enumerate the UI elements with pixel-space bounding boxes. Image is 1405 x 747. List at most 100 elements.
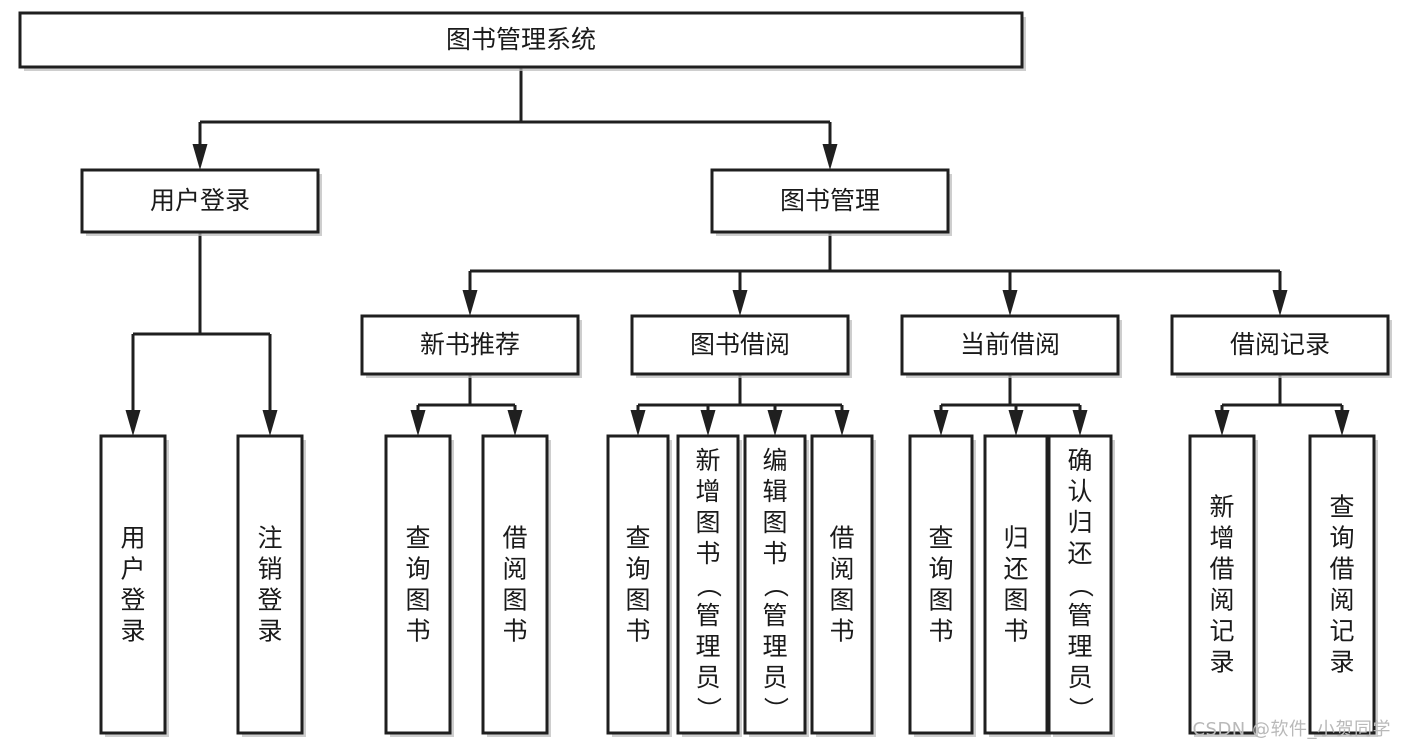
node-box[interactable] (983, 434, 1049, 735)
node-box[interactable] (360, 314, 580, 376)
svg-text:新: 新 (695, 446, 720, 475)
svg-text:借: 借 (829, 524, 854, 553)
node-box[interactable] (1170, 314, 1390, 376)
edge-n_user_login-to-l_user_login (125, 232, 202, 436)
svg-text:户: 户 (120, 555, 145, 584)
svg-text:书: 书 (928, 617, 953, 646)
svg-text:图: 图 (762, 508, 787, 537)
svg-text:（: （ (761, 573, 790, 598)
svg-text:员: 员 (695, 663, 720, 692)
svg-text:查: 查 (928, 524, 953, 553)
node-box[interactable] (606, 434, 670, 735)
svg-text:理: 理 (762, 632, 787, 661)
node-box[interactable] (18, 11, 1024, 69)
svg-text:书: 书 (625, 617, 650, 646)
node-box[interactable] (810, 434, 874, 735)
svg-text:图: 图 (1003, 586, 1028, 615)
node-box[interactable] (710, 168, 950, 234)
svg-text:确: 确 (1067, 446, 1092, 475)
node-box[interactable] (236, 434, 304, 735)
csdn-watermark: CSDN @软件_小贺同学 (1192, 719, 1391, 740)
node-box[interactable] (384, 434, 452, 735)
svg-text:借: 借 (502, 524, 527, 553)
node-l_user_login[interactable]: 用户登录 (99, 434, 169, 737)
node-n_current[interactable]: 当前借阅 (900, 314, 1122, 378)
svg-text:编: 编 (762, 446, 787, 475)
svg-text:登: 登 (120, 586, 145, 615)
node-box[interactable] (80, 168, 320, 234)
node-root[interactable]: 图书管理系统 (18, 11, 1026, 71)
svg-text:（: （ (1066, 573, 1095, 598)
svg-text:书: 书 (695, 539, 720, 568)
svg-text:书: 书 (762, 539, 787, 568)
svg-text:登: 登 (257, 586, 282, 615)
svg-text:阅: 阅 (1329, 586, 1354, 615)
svg-text:查: 查 (1329, 493, 1354, 522)
svg-text:录: 录 (257, 617, 282, 646)
edge-n_records-to-l_rec_add (1214, 374, 1282, 436)
svg-text:注: 注 (257, 524, 282, 553)
node-box[interactable] (900, 314, 1120, 376)
svg-text:借: 借 (1329, 555, 1354, 584)
node-box[interactable] (630, 314, 850, 376)
svg-text:）: ） (694, 697, 723, 722)
node-n_book_mgmt[interactable]: 图书管理 (710, 168, 952, 236)
node-n_new_books[interactable]: 新书推荐 (360, 314, 582, 378)
nodes-layer: 图书管理系统用户登录图书管理新书推荐图书借阅当前借阅借阅记录用户登录注销登录查询… (18, 11, 1392, 737)
edge-n_new_books-to-l_nb_borrow (468, 374, 523, 436)
svg-text:归: 归 (1067, 508, 1092, 537)
node-box[interactable] (481, 434, 549, 735)
svg-text:记: 记 (1329, 617, 1354, 646)
node-n_records[interactable]: 借阅记录 (1170, 314, 1392, 378)
svg-text:员: 员 (762, 663, 787, 692)
node-box[interactable] (676, 434, 740, 735)
node-box[interactable] (99, 434, 167, 735)
node-box[interactable] (743, 434, 807, 735)
svg-text:查: 查 (405, 524, 430, 553)
svg-text:图: 图 (829, 586, 854, 615)
node-n_borrow[interactable]: 图书借阅 (630, 314, 852, 378)
node-label: 图书管理系统 (446, 25, 596, 54)
node-box[interactable] (1308, 434, 1376, 735)
svg-text:书: 书 (502, 617, 527, 646)
svg-text:录: 录 (1329, 648, 1354, 677)
svg-text:查: 查 (625, 524, 650, 553)
svg-text:增: 增 (695, 477, 720, 506)
edge-root-to-n_book_mgmt (519, 67, 838, 170)
svg-text:书: 书 (1003, 617, 1028, 646)
node-box[interactable] (1188, 434, 1256, 735)
svg-text:）: ） (1066, 697, 1095, 722)
node-label: 用户登录 (150, 186, 250, 215)
node-label: 图书借阅 (690, 330, 790, 359)
edge-n_new_books-to-l_nb_query (410, 374, 472, 436)
node-label: 图书管理 (780, 186, 880, 215)
edge-n_current-to-l_cb_query (933, 374, 1012, 436)
edge-n_records-to-l_rec_query (1278, 374, 1350, 436)
node-n_user_login[interactable]: 用户登录 (80, 168, 322, 236)
node-box[interactable] (1047, 434, 1113, 735)
edge-n_book_mgmt-to-n_new_books (462, 232, 832, 316)
svg-text:记: 记 (1209, 617, 1234, 646)
svg-text:阅: 阅 (502, 555, 527, 584)
node-box[interactable] (908, 434, 974, 735)
